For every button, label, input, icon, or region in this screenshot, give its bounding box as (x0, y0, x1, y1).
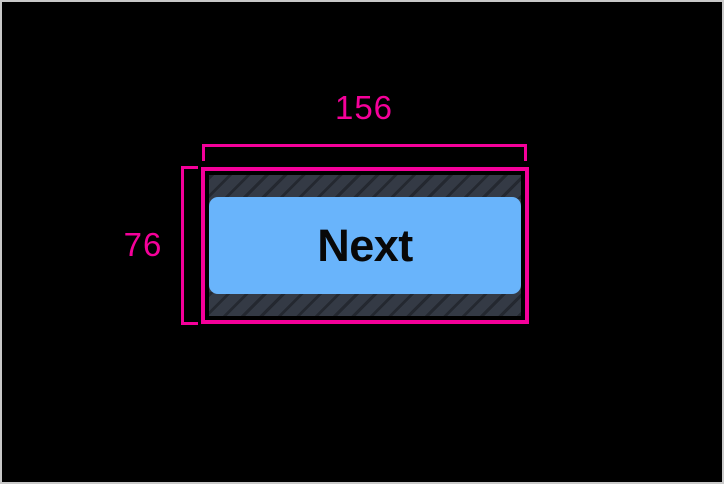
widget-selection-bounds: Next (201, 167, 529, 324)
width-dimension-label: 156 (334, 89, 394, 126)
height-dimension-bracket (181, 166, 198, 325)
hatch-fill-top (209, 175, 521, 199)
hatch-fill-bottom (209, 292, 521, 316)
height-dimension-label: 76 (123, 226, 163, 263)
next-button-label: Next (317, 220, 413, 271)
width-dimension-bracket (202, 144, 527, 161)
next-button[interactable]: Next (209, 197, 521, 294)
widget-padding-region: Next (209, 175, 521, 316)
